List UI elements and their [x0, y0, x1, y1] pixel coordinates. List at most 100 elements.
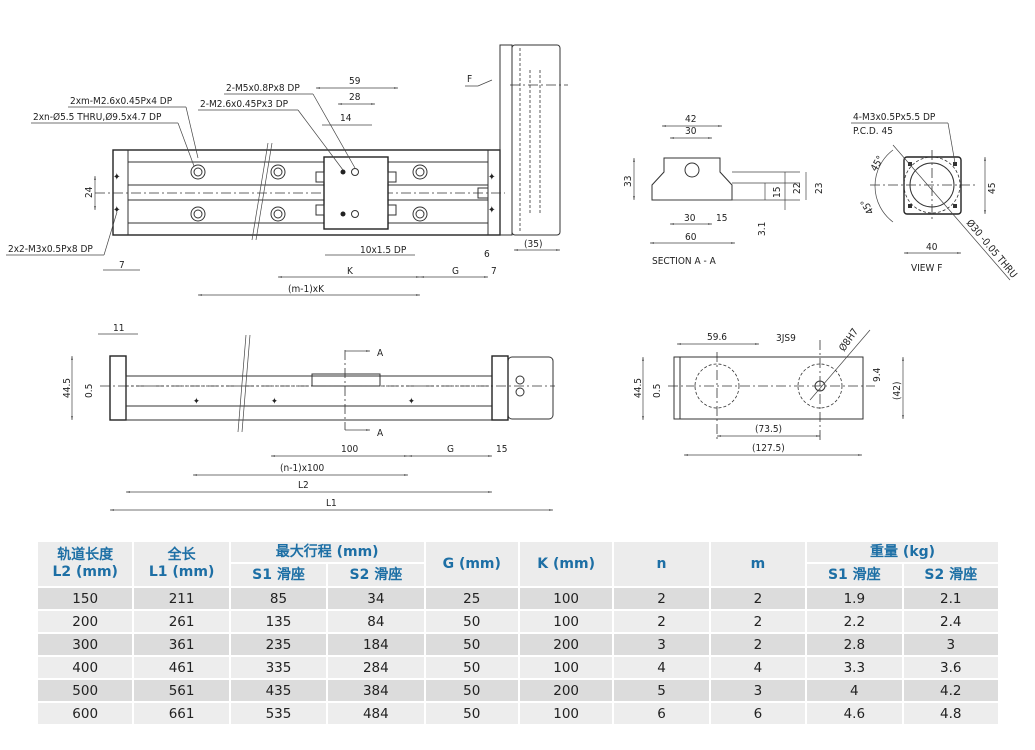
table-cell: 335 — [230, 657, 327, 678]
table-cell: 2.1 — [903, 588, 998, 609]
table-cell: 4 — [807, 680, 902, 701]
table-cell: 461 — [134, 657, 229, 678]
dim-24: 24 — [84, 186, 95, 198]
callout-m26: 2-M2.6x0.45Px3 DP — [200, 99, 289, 110]
dim-35: (35) — [524, 239, 542, 250]
table-cell: 100 — [519, 657, 613, 678]
table-cell: 2 — [710, 588, 806, 609]
dim-42-end: (42) — [892, 382, 903, 400]
table-cell: 25 — [425, 588, 518, 609]
mount-hole — [270, 164, 286, 180]
table-cell: 484 — [328, 703, 424, 724]
table-cell: 435 — [230, 680, 327, 701]
dim-L2: L2 — [298, 480, 309, 491]
section-mark-top: A — [377, 348, 384, 359]
table-cell: 2.4 — [903, 611, 998, 632]
dim-7-right: 7 — [491, 266, 497, 277]
mount-hole — [190, 164, 206, 180]
dim-45: 45 — [987, 183, 998, 194]
header-g: G (mm) — [425, 542, 518, 586]
table-cell: 4.2 — [903, 680, 998, 701]
dim-9-4: 9.4 — [872, 367, 883, 382]
table-cell: 535 — [230, 703, 327, 724]
table-cell: 284 — [328, 657, 424, 678]
table-cell: 50 — [425, 634, 518, 655]
table-cell: 661 — [134, 703, 229, 724]
table-cell: 6 — [614, 703, 709, 724]
dim-G-side: G — [447, 444, 454, 455]
mount-hole — [412, 206, 428, 222]
dim-K: K — [347, 266, 354, 277]
dim-3js9: 3JS9 — [776, 333, 796, 344]
table-cell: 3 — [710, 680, 806, 701]
table-cell: 150 — [38, 588, 133, 609]
view-f-callout-1: 4-M3x0.5Px5.5 DP — [853, 112, 936, 123]
table-cell: 200 — [38, 611, 133, 632]
table-cell: 3 — [903, 634, 998, 655]
section-a-a: 42 30 33 15 22 23 30 15 3.1 60 SECTION A… — [623, 114, 825, 267]
callout-tapped-m: 2xm-M2.6x0.45Px4 DP — [70, 96, 173, 107]
table-cell: 2.8 — [807, 634, 902, 655]
svg-text:✦: ✦ — [488, 205, 496, 216]
dim-59-6: 59.6 — [707, 332, 727, 343]
dim-7-left: 7 — [119, 260, 125, 271]
svg-text:✦: ✦ — [113, 172, 121, 183]
side-view: ✦✦✦ A A 11 44.5 0.5 100 G 15 (n-1)x100 L… — [62, 323, 555, 511]
dim-3-1: 3.1 — [757, 222, 768, 236]
table-cell: 3.6 — [903, 657, 998, 678]
svg-text:✦: ✦ — [113, 205, 121, 216]
svg-text:✦: ✦ — [408, 397, 415, 407]
dim-44-5: 44.5 — [62, 378, 73, 398]
table-cell: 34 — [328, 588, 424, 609]
table-cell: 100 — [519, 703, 613, 724]
dim-73-5: (73.5) — [755, 424, 782, 435]
table-cell: 3.3 — [807, 657, 902, 678]
technical-drawing: ✦ ✦ ✦ ✦ 59 28 14 24 7 10x1.5 DP K G 6 7 … — [6, 44, 1020, 511]
dim-0-5: 0.5 — [84, 384, 95, 398]
table-cell: 600 — [38, 703, 133, 724]
table-cell: 100 — [519, 588, 613, 609]
callout-m5: 2-M5x0.8Px8 DP — [226, 83, 300, 94]
dim-30-bottom: 30 — [684, 213, 696, 224]
header-n: n — [614, 542, 709, 586]
header-stroke-s1: S1 滑座 — [230, 564, 327, 586]
svg-text:✦: ✦ — [488, 172, 496, 183]
table-cell: 561 — [134, 680, 229, 701]
dim-40: 40 — [926, 242, 938, 253]
dim-15-side: 15 — [496, 444, 507, 455]
table-cell: 2 — [710, 634, 806, 655]
header-max-stroke: 最大行程 (mm) — [230, 542, 424, 562]
mount-hole — [412, 164, 428, 180]
callout-thru-n: 2xn-Ø5.5 THRU,Ø9.5x4.7 DP — [33, 111, 162, 123]
dim-m-1-K: (m-1)xK — [288, 284, 325, 295]
table-cell: 100 — [519, 611, 613, 632]
svg-text:✦: ✦ — [271, 397, 278, 407]
table-cell: 2.2 — [807, 611, 902, 632]
table-cell: 50 — [425, 703, 518, 724]
dim-59: 59 — [349, 76, 361, 87]
table-cell: 2 — [614, 611, 709, 632]
view-f-arrow-label: F — [467, 74, 472, 85]
dim-L1: L1 — [326, 498, 337, 509]
dim-0-5-end: 0.5 — [652, 384, 663, 398]
table-cell: 4 — [614, 657, 709, 678]
table-cell: 2 — [614, 588, 709, 609]
view-f-callout-2: P.C.D. 45 — [853, 126, 893, 137]
dim-15-right: 15 — [772, 187, 783, 198]
section-title: SECTION A - A — [652, 256, 717, 267]
table-cell: 184 — [328, 634, 424, 655]
table-cell: 500 — [38, 680, 133, 701]
dim-15-bottom: 15 — [716, 213, 727, 224]
table-cell: 211 — [134, 588, 229, 609]
end-view: 59.6 3JS9 Ø8H7 44.5 0.5 9.4 (42) (73.5) … — [633, 326, 904, 456]
dim-30-top: 30 — [685, 126, 697, 137]
dim-28: 28 — [349, 92, 361, 103]
dim-127-5: (127.5) — [752, 443, 785, 454]
